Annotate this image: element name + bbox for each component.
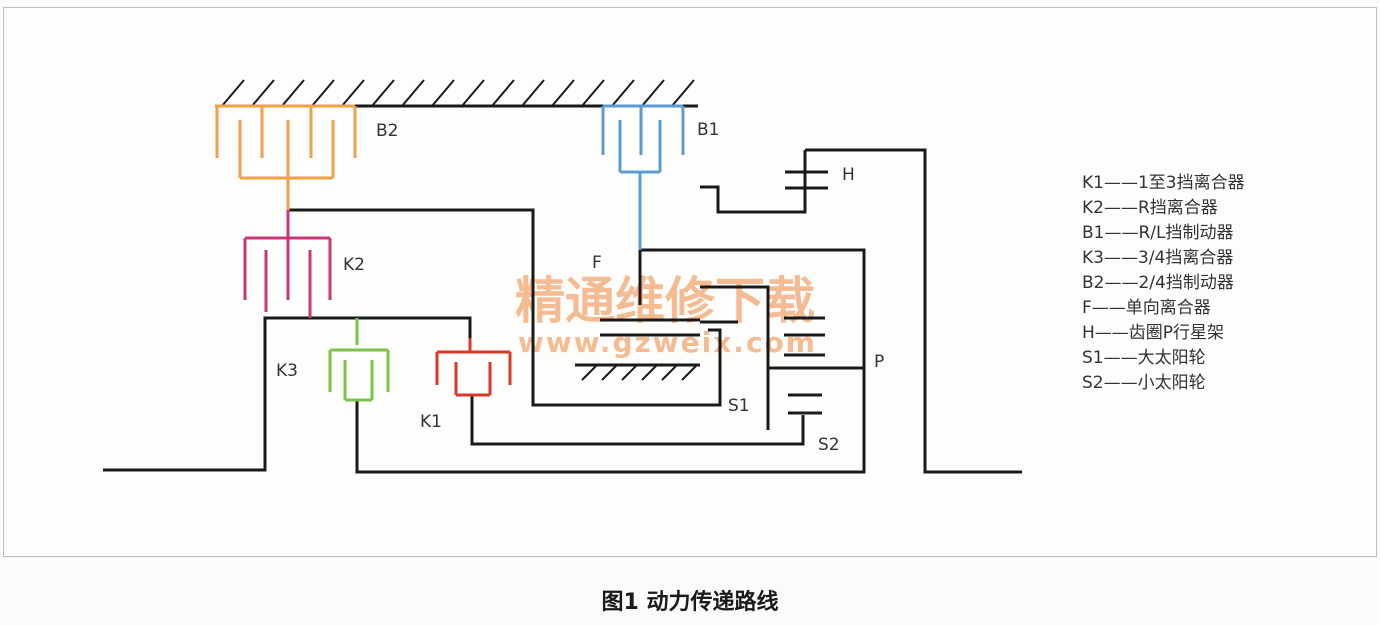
k1-clutch [435,338,512,397]
legend-item: K1——1至3挡离合器 [1082,173,1245,193]
legend-item: B1——R/L挡制动器 [1082,223,1234,243]
shafts [103,148,1022,474]
legend: K1——1至3挡离合器 K2——R挡离合器 B1——R/L挡制动器 K3——3/… [1082,171,1245,396]
legend-item: K3——3/4挡离合器 [1082,248,1234,268]
legend-item: B2——2/4挡制动器 [1082,273,1234,293]
legend-item: S2——小太阳轮 [1082,373,1206,393]
label-k2: K2 [343,255,365,275]
watermark-url: www.gzweix.com [518,326,817,359]
b2-brake [215,104,357,210]
figure-caption: 图1 动力传递路线 [601,590,779,615]
k3-clutch [328,318,390,402]
b1-brake [601,104,685,250]
k2-clutch [243,210,332,318]
label-s2: S2 [818,435,840,455]
housing-ground [215,79,698,108]
label-h: H [842,165,855,185]
legend-item: H——齿圈P行星架 [1082,323,1225,343]
diagram-frame [3,7,1377,557]
label-k3: K3 [276,361,298,381]
label-b1: B1 [697,120,719,140]
label-b2: B2 [376,121,398,141]
label-s1: S1 [728,396,750,416]
legend-item: K2——R挡离合器 [1082,198,1218,218]
legend-item: F——单向离合器 [1082,298,1211,318]
label-f: F [592,253,602,273]
legend-item: S1——大太阳轮 [1082,348,1206,368]
label-k1: K1 [420,412,442,432]
label-p: P [874,352,884,372]
